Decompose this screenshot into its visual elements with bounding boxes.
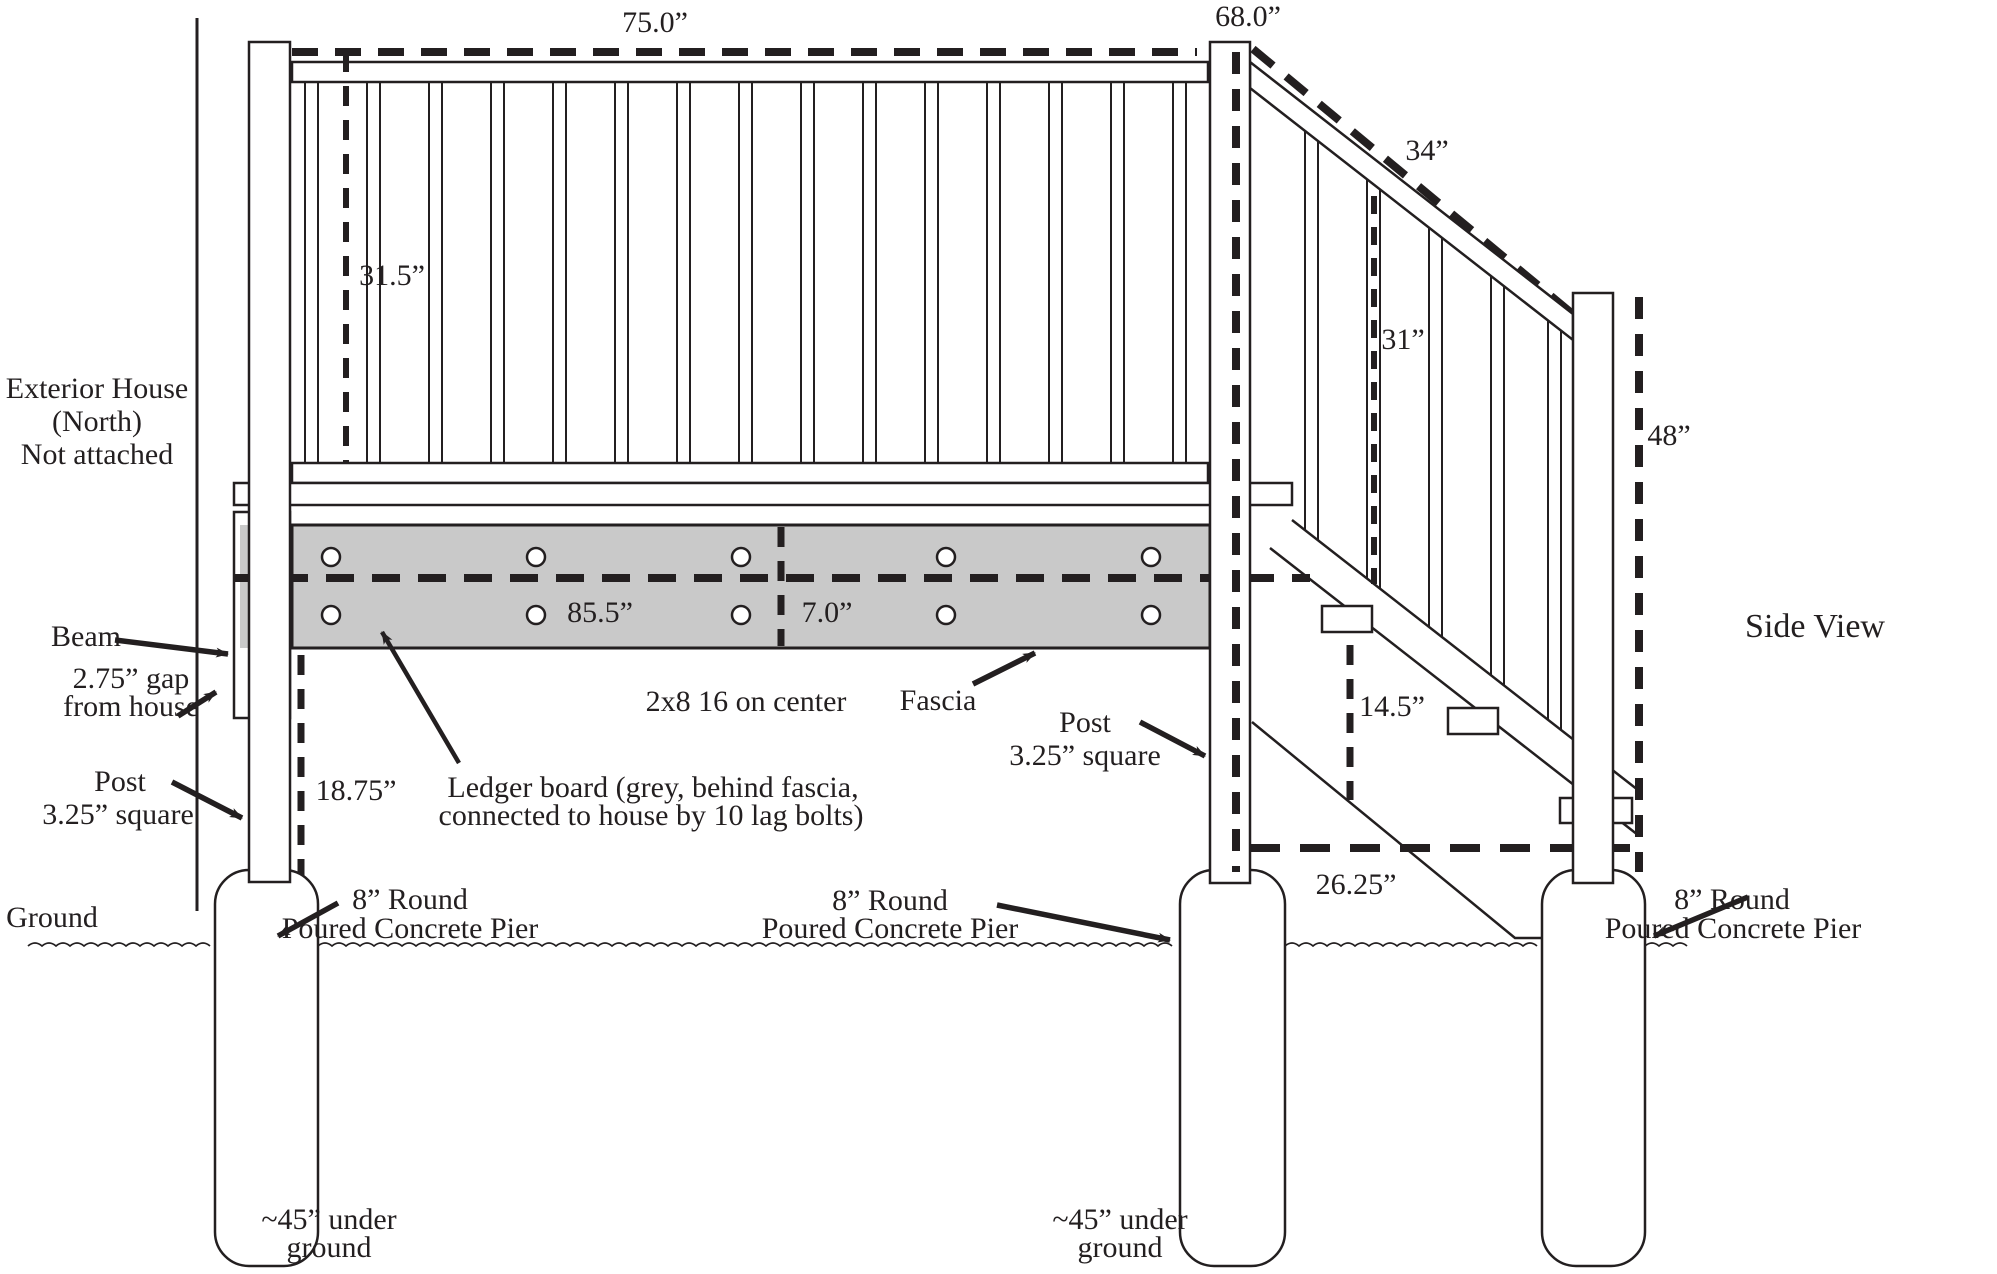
exterior-house-label: Not attached [21, 438, 173, 471]
under-ground-middle-label: ~45” under [1052, 1203, 1187, 1236]
tread-cleat [1446, 706, 1500, 736]
post-middle [1208, 40, 1252, 885]
fascia-label: Fascia [900, 684, 977, 717]
dim-stair-baluster-height: 31” [1381, 323, 1424, 356]
dim-stringer-depth: 14.5” [1359, 690, 1425, 723]
under-ground-middle-label: ground [1078, 1231, 1163, 1264]
ledger-edge-sliver [240, 525, 248, 648]
ledger-board [290, 523, 1212, 650]
side-view-label: Side View [1745, 608, 1885, 645]
deck-bottom-rail [290, 461, 1210, 485]
deck-top-rail [290, 60, 1210, 84]
gap-label: from house [63, 690, 199, 723]
pier-right-label: 8” Round [1674, 883, 1790, 916]
lag-bolt [935, 604, 957, 626]
dim-stair-top-height: 68.0” [1215, 0, 1281, 33]
dim-deck-baluster-height: 31.5” [359, 259, 425, 292]
dim-stair-base-run: 26.25” [1316, 868, 1397, 901]
post-right [1571, 291, 1615, 885]
dim-deck-top-width: 75.0” [622, 6, 688, 39]
lag-bolt [320, 604, 342, 626]
pier-middle-arrow [996, 902, 1171, 943]
ground-label: Ground [6, 901, 98, 934]
post-right-label: 3.25” square [1009, 739, 1161, 772]
lower-stringer-line [1251, 721, 1542, 940]
dim-post-below-deck: 18.75” [316, 774, 397, 807]
stair-rail [1248, 59, 1575, 343]
deck-balusters [304, 82, 1187, 463]
post-right-arrow [1138, 719, 1207, 759]
exterior-house-label: (North) [52, 405, 142, 438]
dim-ledger-span-left: 85.5” [567, 596, 633, 629]
stair-balusters [1304, 131, 1562, 730]
dim-stair-rail-length: 34” [1405, 134, 1448, 167]
joists-label: 2x8 16 on center [646, 685, 847, 718]
lag-bolt [730, 604, 752, 626]
pier-right-label: Poured Concrete Pier [1605, 912, 1862, 945]
dim-ledger-span-right: 7.0” [802, 596, 853, 629]
ground-wavy-line [317, 942, 1173, 948]
pier-right-arrow [1652, 894, 1750, 939]
lag-bolt [935, 546, 957, 568]
post-left-label: 3.25” square [42, 798, 194, 831]
lag-bolts [320, 546, 1162, 626]
beam-arrow [114, 637, 229, 658]
lag-bolt [525, 546, 547, 568]
ground-wavy-line [1644, 942, 1688, 948]
pier-left-label: Poured Concrete Pier [282, 912, 539, 945]
post-left-label: Post [94, 765, 146, 798]
deck-rim-band [232, 481, 1294, 507]
gap-label: 2.75” gap [73, 662, 190, 695]
ledger-label: connected to house by 10 lag bolts) [439, 799, 864, 832]
pier-left-label: 8” Round [352, 883, 468, 916]
beam-label: Beam [51, 620, 121, 653]
lag-bolt [1140, 546, 1162, 568]
post-left-arrow [170, 779, 244, 821]
lag-bolt [525, 604, 547, 626]
post-left [247, 40, 292, 884]
lag-bolt [1140, 604, 1162, 626]
lag-bolt [320, 546, 342, 568]
exterior-house-label: Exterior House [6, 372, 188, 405]
pier-middle-label: 8” Round [832, 884, 948, 917]
concrete-pier-middle [1178, 868, 1287, 1268]
under-ground-left-label: ground [287, 1231, 372, 1264]
dim-right-post-height: 48” [1647, 419, 1690, 452]
gap-arrow [176, 689, 218, 719]
ledger-arrow [380, 630, 461, 765]
lag-bolt [730, 546, 752, 568]
post-right-label: Post [1059, 706, 1111, 739]
pier-left-arrow [276, 900, 340, 939]
ground-wavy-line [1284, 942, 1538, 948]
tread-cleat [1320, 604, 1374, 634]
ledger-label: Ledger board (grey, behind fascia, [447, 771, 858, 804]
pier-middle-label: Poured Concrete Pier [762, 912, 1019, 945]
fascia-arrow [971, 650, 1037, 687]
under-ground-left-label: ~45” under [261, 1203, 396, 1236]
ground-wavy-line [27, 942, 211, 948]
